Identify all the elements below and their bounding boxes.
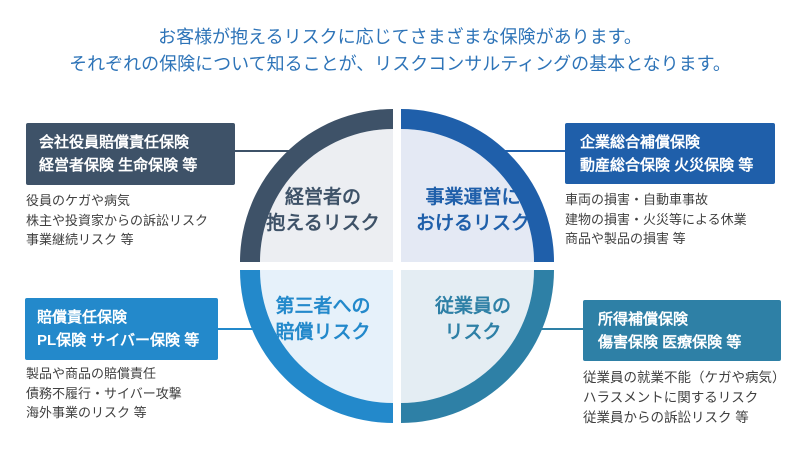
- details-employee-risk: 従業員の就業不能（ケガや病気） ハラスメントに関するリスク 従業員からの訴訟リス…: [583, 368, 786, 428]
- quadrant-bottom-right-fill: [401, 270, 534, 403]
- insurance-box-line: 所得補償保険: [598, 310, 689, 328]
- connector-line-bottom-left: [216, 328, 270, 330]
- quadrant-top-right: [401, 109, 554, 262]
- insurance-box-line: 動産総合保険 火災保険 等: [580, 156, 754, 174]
- detail-line: 従業員からの訴訟リスク 等: [583, 410, 749, 425]
- insurance-box-corporate-comprehensive: 企業総合補償保険 動産総合保険 火災保険 等: [565, 123, 775, 184]
- page-title-line1: お客様が抱えるリスクに応じてさまざまな保険があります。: [158, 27, 642, 47]
- quadrant-label-manager-risk: 経営者の 抱えるリスク: [243, 185, 403, 237]
- quadrant-label-employee-risk: 従業員の リスク: [393, 294, 553, 346]
- detail-line: 役員のケガや病気: [26, 193, 131, 208]
- insurance-box-director-liability: 会社役員賠償責任保険 経営者保険 生命保険 等: [26, 123, 235, 185]
- quadrant-top-right-fill: [401, 129, 534, 262]
- quadrant-top-left-fill: [260, 129, 393, 262]
- quadrant-bottom-left-fill: [260, 270, 393, 403]
- quadrant-label-line: 賠償リスク: [275, 322, 371, 343]
- risk-circle-diagram: [240, 109, 554, 423]
- insurance-box-line: 経営者保険 生命保険 等: [39, 157, 198, 174]
- insurance-box-income-accident-medical: 所得補償保険 傷害保険 医療保険 等: [583, 300, 781, 361]
- detail-line: 従業員の就業不能（ケガや病気）: [583, 370, 786, 385]
- page-title: お客様が抱えるリスクに応じてさまざまな保険があります。 それぞれの保険について知…: [0, 24, 800, 78]
- quadrant-label-line: 経営者の: [284, 187, 361, 208]
- quadrant-bottom-left-ring: [240, 270, 393, 423]
- details-business-operation-risk: 車両の損害・自動車事故 建物の損害・火災等による休業 商品や製品の損害 等: [565, 190, 747, 249]
- quadrant-label-line: 事業運営に: [425, 187, 521, 208]
- insurance-box-line: 賠償責任保険: [37, 309, 128, 326]
- detail-line: 海外事業のリスク 等: [26, 405, 147, 420]
- quadrant-label-line: リスク: [444, 322, 502, 343]
- insurance-box-liability-pl-cyber: 賠償責任保険 PL保険 サイバー保険 等: [25, 298, 218, 360]
- quadrant-label-line: 第三者への: [275, 296, 371, 317]
- detail-line: 建物の損害・火災等による休業: [565, 211, 747, 227]
- quadrant-bottom-right-ring: [401, 270, 554, 423]
- quadrant-top-left: [240, 109, 393, 262]
- detail-line: 事業継続リスク 等: [26, 232, 134, 247]
- detail-line: ハラスメントに関するリスク: [583, 390, 759, 405]
- details-manager-risk: 役員のケガや病気 株主や投資家からの訴訟リスク 事業継続リスク 等: [26, 191, 208, 250]
- quadrant-bottom-right: [401, 270, 554, 423]
- quadrant-label-business-operation-risk: 事業運営に おけるリスク: [393, 185, 553, 237]
- quadrant-top-left-ring: [240, 109, 393, 262]
- quadrant-label-line: おけるリスク: [415, 213, 530, 234]
- insurance-box-line: 企業総合補償保険: [580, 133, 701, 151]
- quadrant-top-right-ring: [401, 109, 554, 262]
- connector-line-top-left: [234, 150, 314, 152]
- connector-line-top-right: [478, 150, 566, 152]
- detail-line: 商品や製品の損害 等: [565, 231, 686, 246]
- detail-line: 債務不履行・サイバー攻撃: [26, 385, 182, 401]
- quadrant-label-line: 従業員の: [434, 296, 511, 317]
- insurance-box-line: PL保険 サイバー保険 等: [37, 332, 200, 349]
- insurance-box-line: 傷害保険 医療保険 等: [598, 333, 742, 351]
- detail-line: 車両の損害・自動車事故: [565, 192, 709, 207]
- quadrant-label-line: 抱えるリスク: [266, 213, 380, 234]
- page-title-line2: それぞれの保険について知ることが、リスクコンサルティングの基本となります。: [69, 54, 731, 74]
- quadrant-bottom-left: [240, 270, 393, 423]
- detail-line: 製品や商品の賠償責任: [26, 366, 157, 381]
- detail-line: 株主や投資家からの訴訟リスク: [26, 212, 209, 228]
- details-third-party-liability-risk: 製品や商品の賠償責任 債務不履行・サイバー攻撃 海外事業のリスク 等: [26, 364, 182, 423]
- insurance-box-line: 会社役員賠償責任保険: [39, 134, 190, 151]
- quadrant-label-third-party-liability-risk: 第三者への 賠償リスク: [243, 294, 403, 346]
- connector-line-bottom-right: [526, 328, 584, 330]
